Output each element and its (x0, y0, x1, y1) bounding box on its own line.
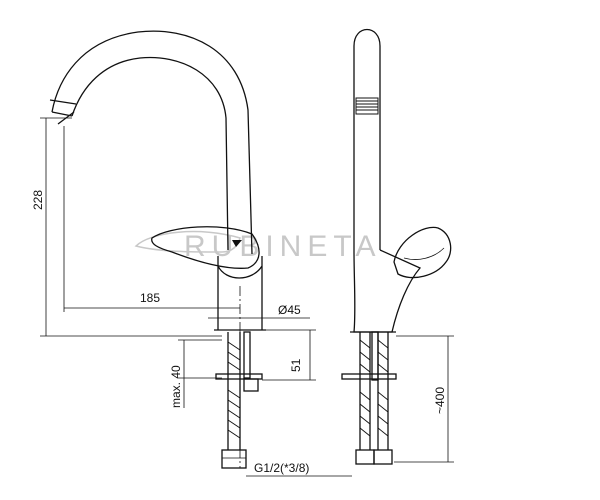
thread-label: G1/2(*3/8) (254, 461, 309, 475)
spout-inner-outline (71, 56, 229, 251)
dim-51-label: 51 (289, 358, 303, 372)
side-spout-tube (353, 29, 381, 250)
side-mounting-plate (341, 373, 397, 380)
watermark-text: RUBINETA (184, 230, 381, 263)
mounting-nut (243, 378, 259, 392)
mounting-stud (243, 331, 251, 379)
dim-reach-label: 185 (140, 291, 160, 305)
lever-handle (151, 226, 260, 269)
dim-height-label: 228 (31, 190, 45, 210)
side-mounting-stud (371, 331, 379, 381)
dim-max-label: max. 40 (169, 365, 183, 408)
lever-tip-icon (232, 240, 242, 247)
side-hoses (355, 332, 393, 465)
side-view: ~400 (341, 29, 454, 465)
side-lever-handle (393, 226, 452, 279)
side-lever-inner (403, 247, 445, 260)
watermark-logo-icon (134, 230, 241, 253)
aerator-hatch (356, 100, 378, 111)
hose-fitting-icon (221, 449, 247, 469)
spout-outline (51, 30, 253, 255)
side-aerator (355, 97, 379, 115)
watermark: RUBINETA (134, 230, 381, 263)
dim-hose-label: ~400 (433, 387, 447, 414)
side-hose-fitting-right-icon (373, 449, 393, 465)
front-view: 228 185 Ø45 max. 40 51 G1/2(*3/8) (31, 30, 352, 477)
side-hose-fitting-left-icon (355, 449, 375, 465)
hose-braid-hatch (227, 341, 241, 439)
mounting-plate (215, 373, 263, 380)
dim-diameter-label: Ø45 (278, 303, 301, 317)
